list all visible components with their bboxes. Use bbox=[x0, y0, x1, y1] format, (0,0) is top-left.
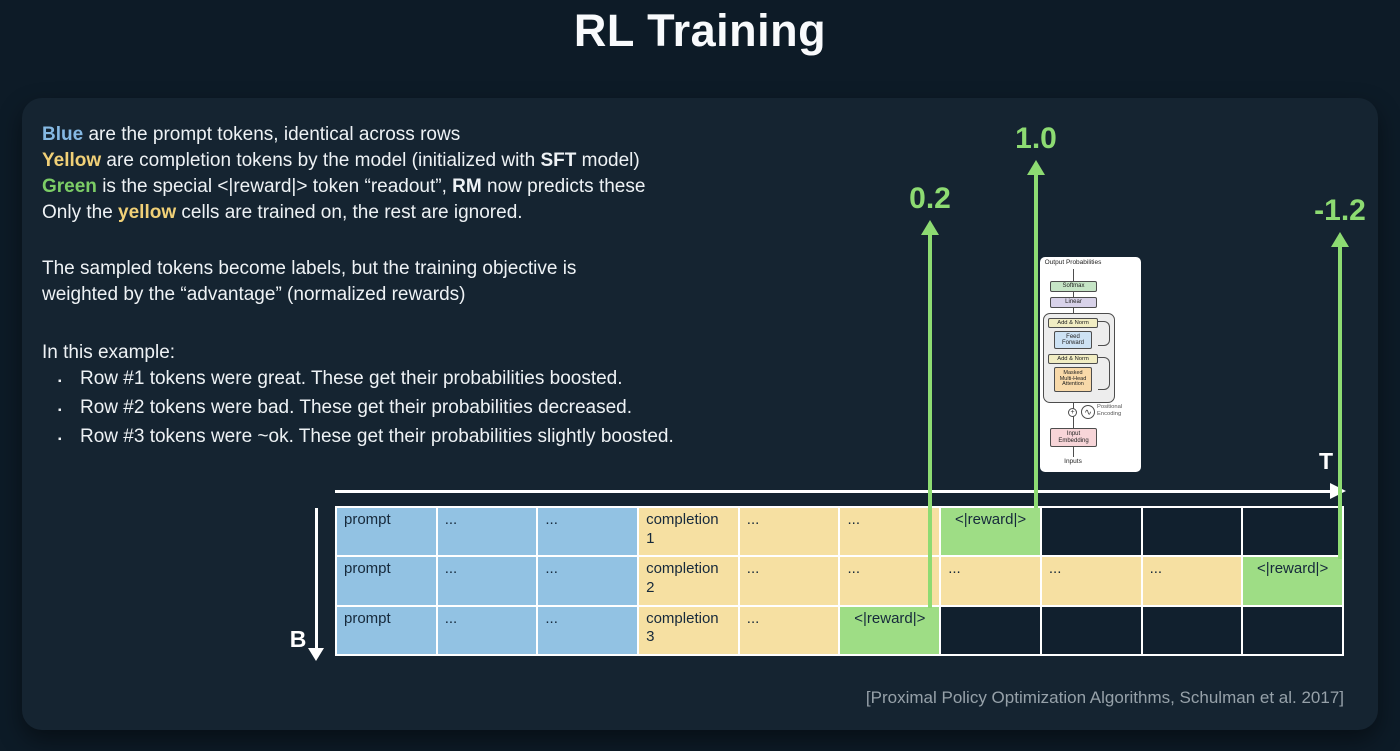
legend-line-blue: Blue are the prompt tokens, identical ac… bbox=[42, 122, 645, 148]
reward-value-row3: 0.2 bbox=[909, 182, 951, 215]
legend-line-green: Green is the special <|reward|> token “r… bbox=[42, 174, 645, 200]
legend-text: cells are trained on, the rest are ignor… bbox=[176, 202, 523, 223]
token-cell: ... bbox=[538, 508, 638, 556]
tf-linear-box: Linear bbox=[1050, 297, 1097, 308]
tf-residual-arc bbox=[1098, 321, 1110, 346]
example-header: In this example: bbox=[42, 342, 176, 363]
legend-term-rm: RM bbox=[452, 176, 482, 197]
tf-output-label: Output Probabilities bbox=[1044, 259, 1102, 266]
tf-positional-encoding-label: Positional Encoding bbox=[1097, 404, 1123, 417]
bullet-icon: ▪ bbox=[58, 405, 62, 416]
empty-cell bbox=[1142, 606, 1242, 654]
legend-text: now predicts these bbox=[481, 176, 646, 197]
tf-inputs-label: Inputs bbox=[1064, 458, 1082, 465]
empty-cell bbox=[1041, 508, 1141, 556]
b-axis-arrow-icon bbox=[308, 648, 324, 661]
token-cell: prompt bbox=[337, 606, 436, 654]
empty-cell bbox=[941, 606, 1040, 654]
sine-wave-icon: ∿ bbox=[1081, 405, 1095, 419]
reward-token-cell: <|reward|> bbox=[840, 606, 940, 654]
empty-cell bbox=[1142, 508, 1242, 556]
legend-text: Only the bbox=[42, 202, 119, 223]
token-cell: completion 3 bbox=[639, 606, 738, 654]
token-cell: ... bbox=[739, 557, 839, 605]
bullet-text: Row #1 tokens were great. These get thei… bbox=[80, 368, 623, 389]
bullet-text: Row #2 tokens were bad. These get their … bbox=[80, 397, 633, 418]
tf-addnorm-box: Add & Norm bbox=[1048, 354, 1098, 364]
bullet-text: Row #3 tokens were ~ok. These get their … bbox=[80, 426, 674, 447]
legend-term-sft: SFT bbox=[540, 150, 577, 171]
token-cell: completion 1 bbox=[639, 508, 738, 556]
legend-text: are the prompt tokens, identical across … bbox=[83, 124, 461, 145]
reward-arrow-line-row2 bbox=[1338, 246, 1342, 559]
tf-masked-mha-box: Masked Multi-Head Attention bbox=[1054, 367, 1092, 392]
reward-token-cell: <|reward|> bbox=[1243, 557, 1342, 605]
token-cell: completion 2 bbox=[639, 557, 738, 605]
legend-block: Blue are the prompt tokens, identical ac… bbox=[42, 122, 645, 226]
empty-cell bbox=[1243, 606, 1342, 654]
legend-text: is the special <|reward|> token “readout… bbox=[96, 176, 453, 197]
slide-title: RL Training bbox=[573, 5, 827, 56]
token-cell: ... bbox=[840, 508, 940, 556]
token-cell: ... bbox=[739, 508, 839, 556]
token-table: prompt ... ... completion 1 ... ... <|re… bbox=[335, 506, 1344, 656]
token-cell: ... bbox=[538, 557, 638, 605]
reward-arrow-line-row1 bbox=[1034, 174, 1038, 508]
arrow-up-icon bbox=[1027, 160, 1045, 175]
legend-text: are completion tokens by the model (init… bbox=[101, 150, 541, 171]
tf-addnorm-box: Add & Norm bbox=[1048, 318, 1098, 328]
tf-residual-arc bbox=[1098, 357, 1110, 390]
arrow-up-icon bbox=[1331, 232, 1349, 247]
transformer-diagram: Output Probabilities Softmax Linear Add … bbox=[1040, 257, 1141, 472]
b-axis-label: B bbox=[289, 626, 307, 652]
reward-token-cell: <|reward|> bbox=[941, 508, 1040, 556]
token-cell: ... bbox=[538, 606, 638, 654]
token-cell: ... bbox=[739, 606, 839, 654]
advantage-paragraph: The sampled tokens become labels, but th… bbox=[42, 256, 576, 308]
legend-term-green: Green bbox=[42, 176, 97, 197]
token-cell: ... bbox=[1142, 557, 1242, 605]
t-axis-line bbox=[335, 490, 1335, 493]
example-bullet-1: ▪ Row #1 tokens were great. These get th… bbox=[42, 366, 674, 395]
legend-line-yellow: Yellow are completion tokens by the mode… bbox=[42, 148, 645, 174]
token-cell: prompt bbox=[337, 508, 436, 556]
token-cell: ... bbox=[437, 606, 537, 654]
tf-input-embedding-box: Input Embedding bbox=[1050, 428, 1097, 447]
legend-term-yellow-2: yellow bbox=[118, 202, 177, 223]
empty-cell bbox=[1243, 508, 1342, 556]
token-cell: prompt bbox=[337, 557, 436, 605]
plus-icon: + bbox=[1068, 408, 1077, 417]
bullet-icon: ▪ bbox=[58, 434, 62, 445]
token-cell: ... bbox=[437, 508, 537, 556]
example-bullet-2: ▪ Row #2 tokens were bad. These get thei… bbox=[42, 395, 674, 424]
reward-arrow-line-row3 bbox=[928, 234, 932, 608]
b-axis-line bbox=[315, 508, 318, 648]
bullet-icon: ▪ bbox=[58, 376, 62, 387]
tf-feedforward-box: Feed Forward bbox=[1054, 331, 1092, 349]
paragraph-line-2: weighted by the “advantage” (normalized … bbox=[42, 284, 466, 305]
legend-line-trained: Only the yellow cells are trained on, th… bbox=[42, 200, 645, 226]
token-cell: ... bbox=[840, 557, 940, 605]
arrow-up-icon bbox=[921, 220, 939, 235]
example-bullet-3: ▪ Row #3 tokens were ~ok. These get thei… bbox=[42, 424, 674, 453]
token-cell: ... bbox=[1041, 557, 1141, 605]
legend-term-blue: Blue bbox=[42, 124, 84, 145]
reward-value-row2: -1.2 bbox=[1314, 194, 1366, 227]
token-cell: ... bbox=[941, 557, 1040, 605]
tf-softmax-box: Softmax bbox=[1050, 281, 1097, 292]
reward-value-row1: 1.0 bbox=[1015, 122, 1057, 155]
empty-cell bbox=[1041, 606, 1141, 654]
legend-term-yellow: Yellow bbox=[42, 150, 102, 171]
content-panel: Blue are the prompt tokens, identical ac… bbox=[22, 98, 1378, 730]
example-block: In this example: ▪ Row #1 tokens were gr… bbox=[42, 340, 674, 453]
t-axis-label: T bbox=[1318, 448, 1334, 474]
citation: [Proximal Policy Optimization Algorithms… bbox=[865, 688, 1344, 707]
legend-text: model) bbox=[576, 150, 640, 171]
paragraph-line-1: The sampled tokens become labels, but th… bbox=[42, 258, 577, 279]
token-cell: ... bbox=[437, 557, 537, 605]
tf-flow-line bbox=[1073, 447, 1074, 457]
